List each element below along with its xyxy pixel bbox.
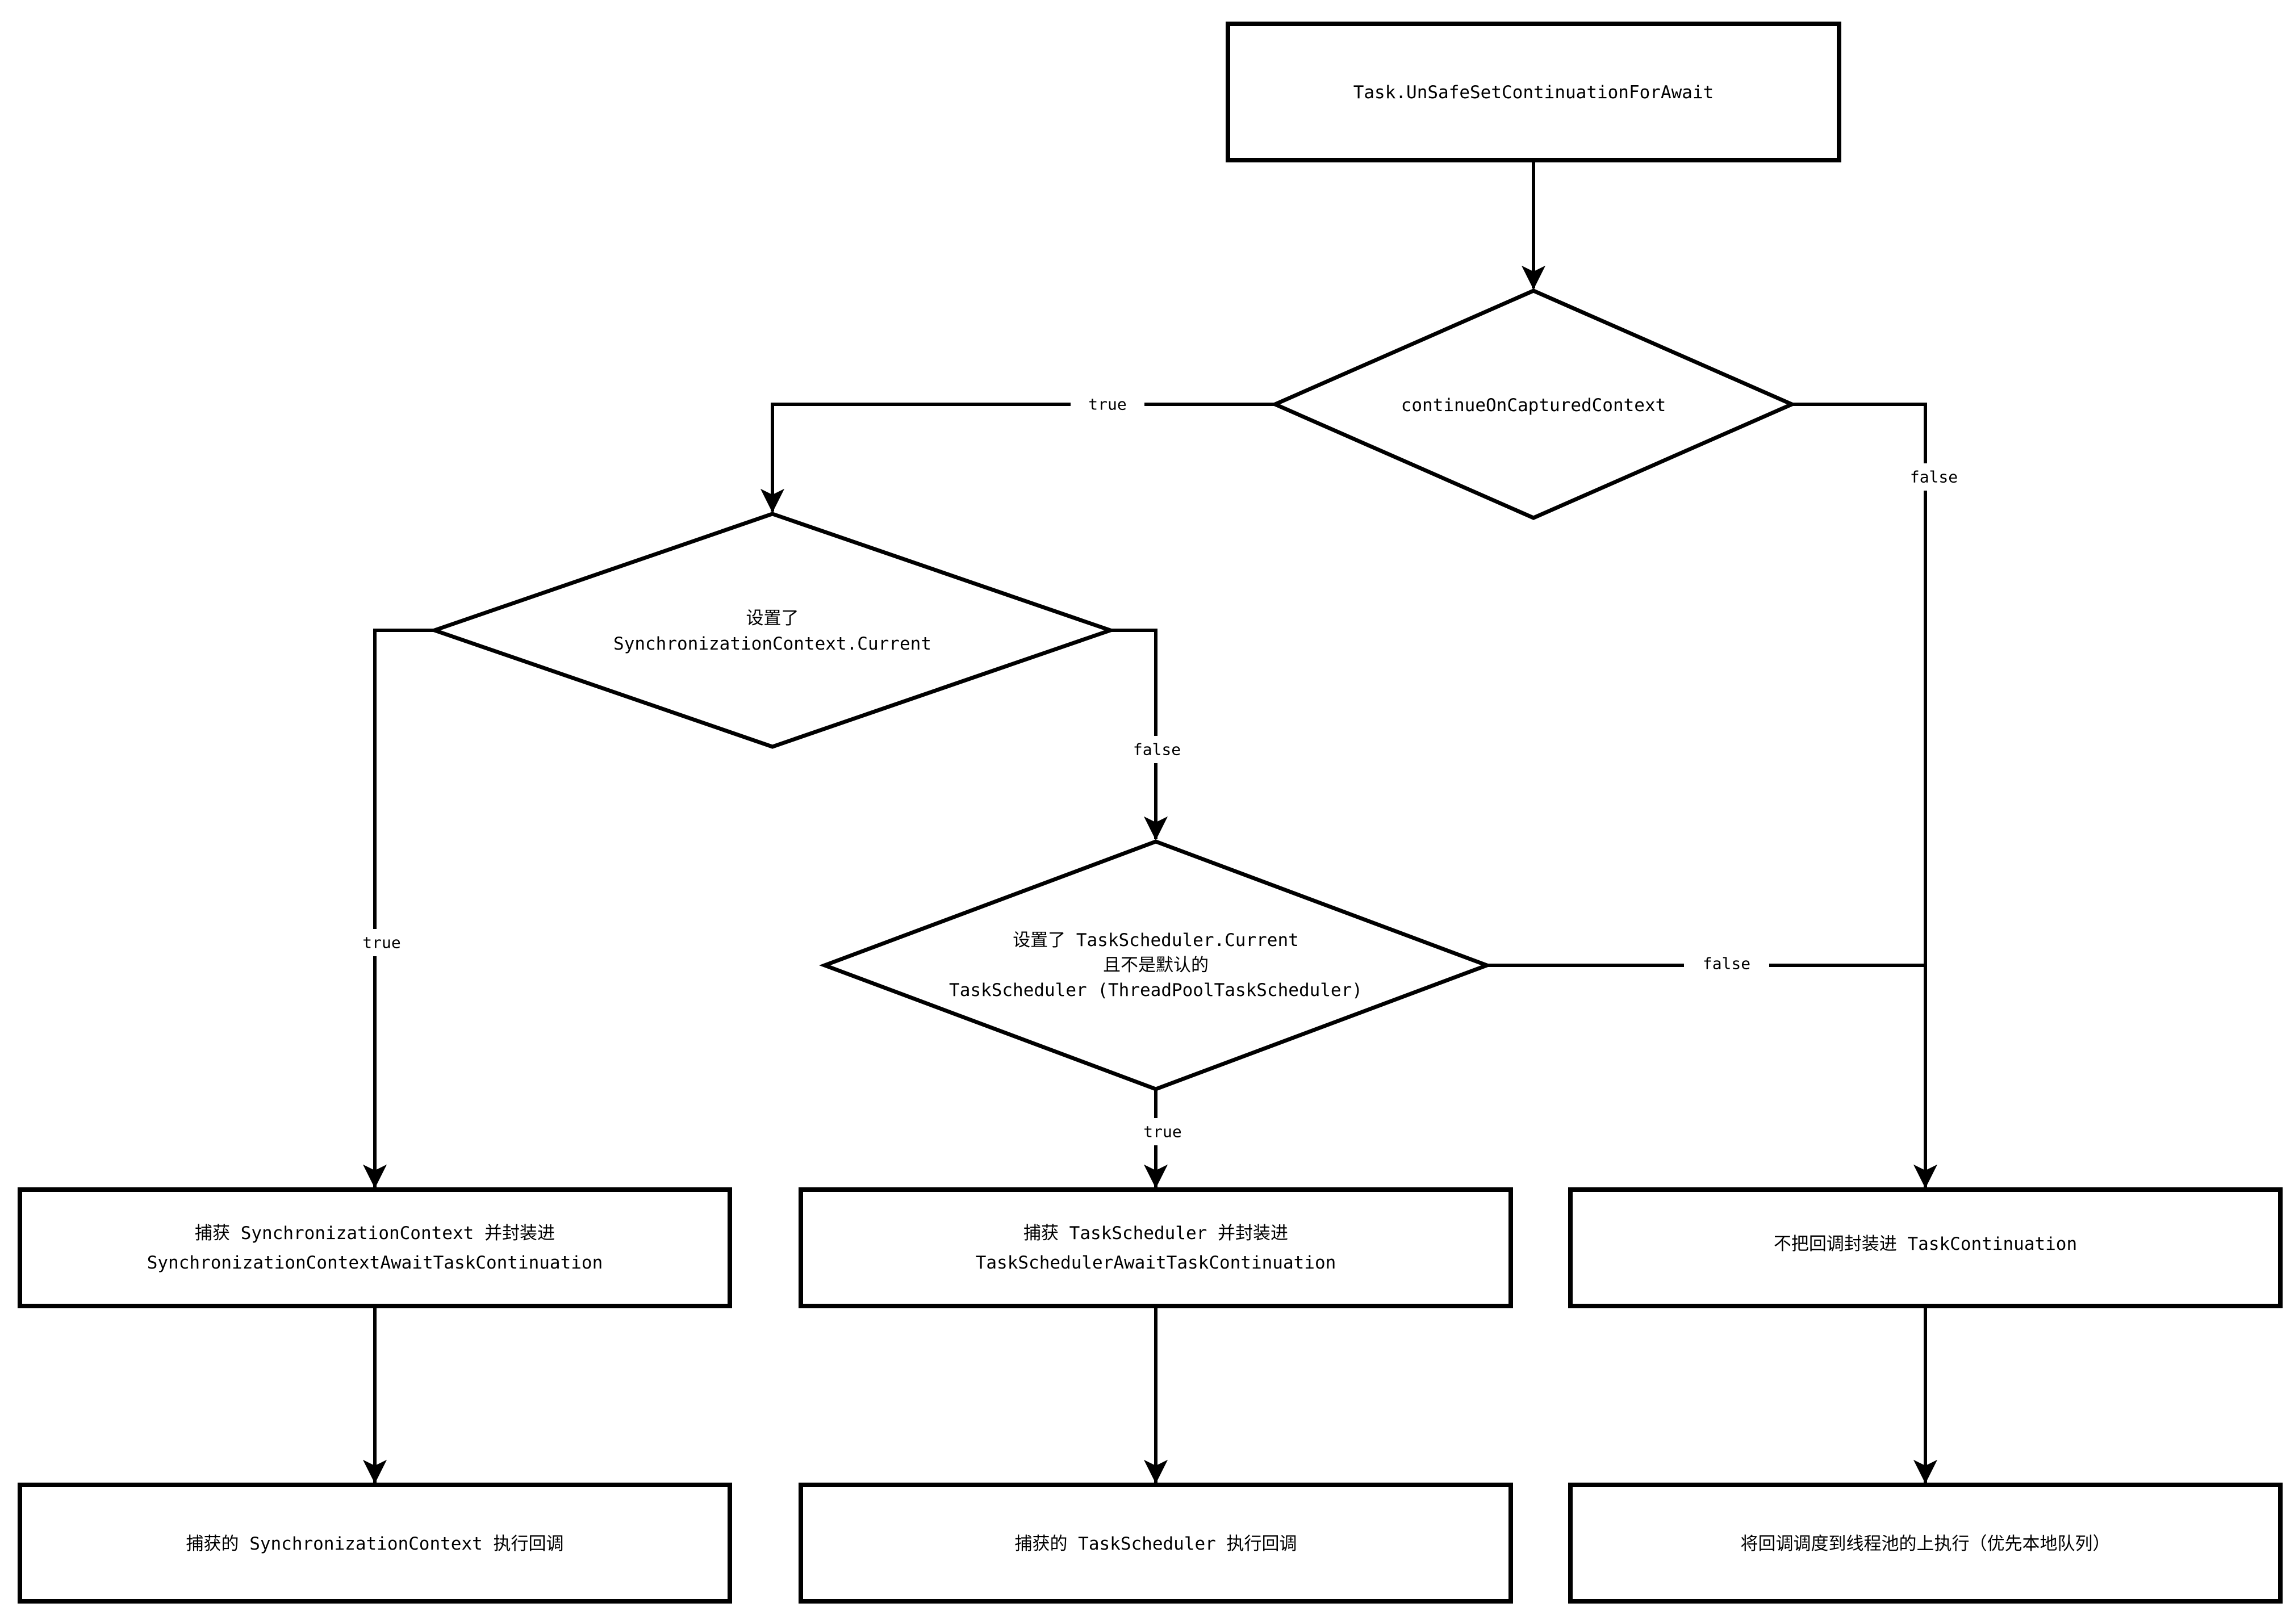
node-decision-sync-context-set: 设置了 SynchronizationContext.Current: [428, 512, 1117, 749]
start-box-shape: [1226, 22, 1841, 162]
decision-captured-label: continueOnCapturedContext: [1401, 395, 1666, 416]
run-threadpool-box-shape: [1568, 1483, 2283, 1604]
decision-sched-label-line1: 设置了 TaskScheduler.Current: [1013, 930, 1299, 951]
edge-label-text: false: [1133, 740, 1181, 759]
edge-label-sched-true: true: [1126, 1118, 1200, 1145]
decision-captured-shape: [1270, 288, 1797, 520]
decision-sync-label-line1: 设置了: [746, 608, 799, 629]
decision-sched-label-line3: TaskScheduler (ThreadPoolTaskScheduler): [949, 980, 1363, 1001]
edge-label-text: true: [1088, 395, 1126, 414]
edge-label-bg: [1071, 391, 1144, 418]
edge-label-sync-false: false: [1114, 736, 1200, 763]
no-wrap-box-label: 不把回调封装进 TaskContinuation: [1774, 1234, 2077, 1254]
edge-captured-true: [760, 403, 1275, 513]
node-box-capture-task-scheduler: 捕获 TaskScheduler 并封装进 TaskSchedulerAwait…: [799, 1187, 1513, 1308]
node-start: Task.UnSafeSetContinuationForAwait: [1226, 22, 1841, 162]
edge-label-text: true: [362, 934, 400, 952]
edge-label-bg: [1114, 736, 1200, 763]
node-decision-task-scheduler-set: 设置了 TaskScheduler.Current 且不是默认的 TaskSch…: [819, 839, 1493, 1091]
edge-label-text: false: [1703, 955, 1750, 973]
decision-sync-shape: [428, 512, 1117, 749]
decision-sched-shape: [819, 839, 1493, 1091]
node-decision-continue-on-captured-context: continueOnCapturedContext: [1270, 288, 1797, 520]
edge-label-text: true: [1143, 1123, 1181, 1141]
edge-label-sched-false: false: [1684, 950, 1769, 977]
capture-sync-box-shape: [18, 1187, 732, 1308]
run-sync-box-label: 捕获的 SynchronizationContext 执行回调: [186, 1534, 564, 1554]
capture-sync-box-label-line2: SynchronizationContextAwaitTaskContinuat…: [147, 1253, 603, 1273]
edge-label-sync-true: true: [344, 929, 420, 956]
capture-sched-box-label-line1: 捕获 TaskScheduler 并封装进: [1023, 1223, 1288, 1244]
edge-label-captured-false: false: [1891, 463, 1976, 491]
edge-label-text: false: [1910, 468, 1958, 487]
edge-label-bg: [1126, 1118, 1200, 1145]
start-box-label: Task.UnSafeSetContinuationForAwait: [1353, 82, 1714, 103]
edge-label-bg: [344, 929, 420, 956]
run-sched-box-shape: [799, 1483, 1513, 1604]
run-sync-box-shape: [18, 1483, 732, 1604]
decision-sync-label-line2: SynchronizationContext.Current: [613, 634, 931, 654]
edge-captured-false: [1792, 403, 1938, 1188]
run-sched-box-label: 捕获的 TaskScheduler 执行回调: [1015, 1534, 1297, 1554]
edge-label-captured-true: true: [1071, 391, 1144, 418]
edge-sync-false: [1110, 629, 1168, 840]
edge-label-bg: [1891, 463, 1976, 491]
capture-sched-box-label-line2: TaskSchedulerAwaitTaskContinuation: [976, 1253, 1336, 1273]
no-wrap-box-shape: [1568, 1187, 2283, 1308]
node-box-capture-sync-context: 捕获 SynchronizationContext 并封装进 Synchroni…: [18, 1187, 732, 1308]
node-box-run-threadpool: 将回调调度到线程池的上执行（优先本地队列）: [1568, 1483, 2283, 1604]
node-box-run-sync-context: 捕获的 SynchronizationContext 执行回调: [18, 1483, 732, 1604]
node-box-no-wrap: 不把回调封装进 TaskContinuation: [1568, 1187, 2283, 1308]
run-threadpool-box-label: 将回调调度到线程池的上执行（优先本地队列）: [1741, 1534, 2111, 1554]
decision-sched-label-line2: 且不是默认的: [1103, 955, 1209, 976]
edge-label-bg: [1684, 950, 1769, 977]
node-box-run-task-scheduler: 捕获的 TaskScheduler 执行回调: [799, 1483, 1513, 1604]
edge-sync-true: [362, 629, 434, 1188]
edge-labels: true false true false true false: [344, 391, 1976, 1145]
capture-sched-box-shape: [799, 1187, 1513, 1308]
capture-sync-box-label-line1: 捕获 SynchronizationContext 并封装进: [195, 1223, 555, 1244]
